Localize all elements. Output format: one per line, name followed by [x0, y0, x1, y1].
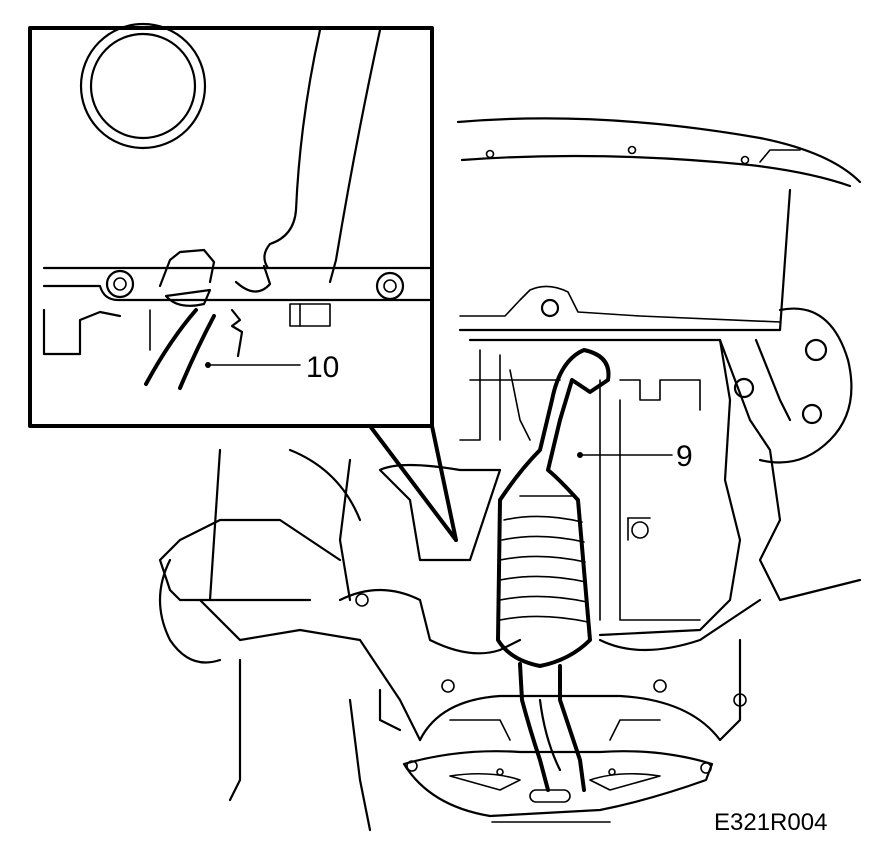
inset-detail: [28, 22, 458, 542]
figure-code: E321R004: [714, 809, 827, 836]
underbody-drawing: [158, 117, 862, 832]
catalytic-converter: [496, 348, 611, 792]
callout-10-label: 10: [306, 351, 339, 384]
callout-9-label: 9: [676, 440, 693, 473]
callout-9: 9: [577, 440, 693, 473]
callout-10: 10: [205, 351, 339, 384]
